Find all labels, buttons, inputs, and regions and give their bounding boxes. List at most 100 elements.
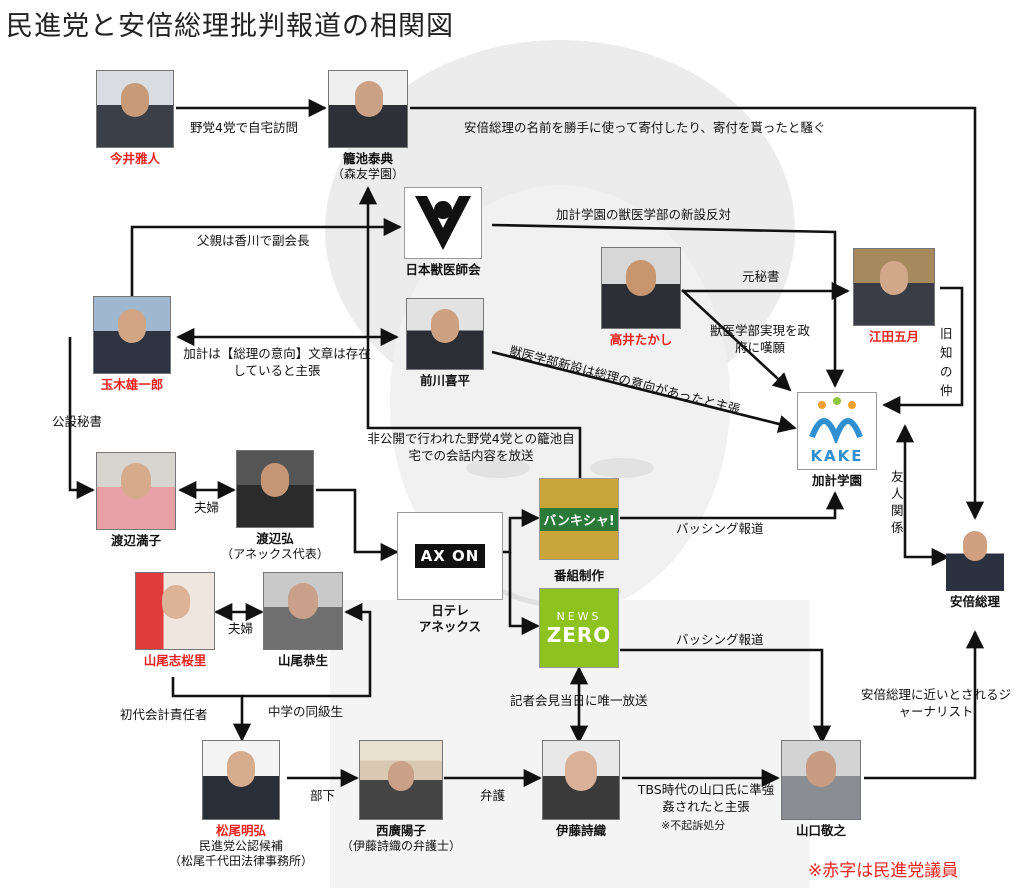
takai-photo bbox=[601, 247, 681, 329]
abe-name: 安倍総理 bbox=[949, 594, 1000, 609]
node-eda: 江田五月 bbox=[819, 248, 969, 345]
node-abe: 安倍総理 bbox=[900, 523, 1024, 610]
edge-vet-kake bbox=[491, 223, 845, 388]
edge-axon-zero bbox=[508, 552, 540, 636]
takai-name: 高井たかし bbox=[609, 332, 673, 347]
bankisy-logo: バンキシャ! bbox=[539, 478, 619, 560]
watanabe-h-name: 渡辺弘 bbox=[256, 531, 294, 546]
label-imai-kagoike: 野党4党で自宅訪問 bbox=[190, 120, 298, 135]
nishihiro-sub: （伊藤詩織の弁護士） bbox=[340, 839, 461, 853]
label-vet-kake: 加計学園の獣医学部の新設反対 bbox=[556, 207, 732, 222]
node-yamaguchi: 山口敬之 bbox=[746, 740, 896, 839]
node-bankisy: バンキシャ! 番組制作 bbox=[504, 478, 654, 584]
ito-name: 伊藤詩織 bbox=[555, 823, 606, 838]
ito-photo bbox=[542, 740, 620, 820]
edge-matsuo-yamaok bbox=[242, 602, 372, 698]
edge-takai-kake bbox=[681, 289, 792, 392]
kake-logo-text: KAKE bbox=[810, 447, 864, 465]
edge-axon-bankisy bbox=[502, 508, 540, 554]
node-kagoike: 籠池泰典 （森友学園） bbox=[293, 70, 443, 182]
node-imai: 今井雅人 bbox=[60, 70, 210, 167]
edge-bankisy-kake bbox=[620, 491, 845, 520]
label-couple1: 夫婦 bbox=[194, 500, 220, 515]
node-matsuo: 松尾明弘 民進党公認候補 （松尾千代田法律事務所） bbox=[166, 740, 316, 869]
label-tamaki-secretary: 公設秘書 bbox=[52, 414, 103, 429]
edge-eda-kake bbox=[882, 286, 964, 415]
yamao-k-name: 山尾恭生 bbox=[277, 653, 328, 668]
edge-yamaguchi-abe bbox=[864, 630, 985, 780]
label-subordinate: 部下 bbox=[310, 788, 336, 803]
kagoike-name: 籠池泰典 bbox=[342, 151, 393, 166]
yamao-s-name: 山尾志桜里 bbox=[143, 653, 207, 668]
tamaki-name: 玉木雄一郎 bbox=[100, 377, 164, 392]
label-couple2: 夫婦 bbox=[228, 621, 254, 636]
yamaguchi-photo bbox=[781, 740, 861, 820]
edge-tamaki-watanabe bbox=[68, 337, 95, 500]
vet-assoc-name: 日本獣医師会 bbox=[405, 262, 481, 277]
node-vet-assoc: 日本獣医師会 bbox=[368, 187, 518, 278]
node-zero: NEWS ZERO bbox=[504, 588, 654, 668]
edge-kagoike-abe bbox=[410, 106, 985, 520]
node-takai: 高井たかし bbox=[566, 247, 716, 348]
zero-logo-main: ZERO bbox=[546, 622, 612, 647]
kagoike-org: （森友学園） bbox=[331, 167, 404, 181]
node-ito: 伊藤詩織 bbox=[506, 740, 656, 839]
node-kake: KAKE 加計学園 bbox=[762, 392, 912, 489]
edge-kake-abe bbox=[895, 424, 950, 567]
imai-photo bbox=[96, 70, 174, 148]
label-bankisy-bash: バッシング報道 bbox=[676, 521, 764, 536]
label-tbs-claim: TBS時代の山口氏に準強姦されたと主張 bbox=[637, 782, 775, 814]
node-yamao-k: 山尾恭生 bbox=[228, 572, 378, 669]
label-journalist: 安倍総理に近いとされるジャーナリスト bbox=[860, 687, 1011, 719]
axon-logo-text: AX ON bbox=[414, 544, 486, 568]
watanabe-h-org: （アネックス代表） bbox=[221, 547, 329, 561]
bankisy-logo-text: バンキシャ! bbox=[540, 507, 618, 531]
label-first-treasurer: 初代会計責任者 bbox=[120, 707, 208, 722]
tamaki-photo bbox=[93, 296, 171, 374]
label-zero-bash: バッシング報道 bbox=[676, 632, 764, 647]
watanabe-m-photo bbox=[96, 452, 176, 530]
node-axon: AX ON 日テレ アネックス bbox=[375, 512, 525, 635]
label-eda-abe: 旧知の仲 bbox=[940, 326, 953, 398]
matsuo-sub1: 民進党公認候補 bbox=[198, 839, 283, 853]
zero-logo-top: NEWS bbox=[556, 609, 602, 623]
legend-red-members: ※赤字は民進党議員 bbox=[808, 861, 959, 881]
axon-logo: AX ON bbox=[397, 512, 503, 600]
axon-sub: アネックス bbox=[418, 619, 482, 634]
abe-photo bbox=[946, 523, 1004, 591]
label-tamaki-father: 父親は香川で副会長 bbox=[197, 233, 310, 248]
label-non-indictment: ※不起訴処分 bbox=[661, 819, 726, 832]
kake-emblem bbox=[809, 397, 863, 446]
matsuo-name: 松尾明弘 bbox=[215, 823, 266, 838]
edge-yamao-matsuo bbox=[171, 677, 252, 742]
page-title: 民進党と安倍総理批判報道の相関図 bbox=[6, 11, 454, 42]
label-takai-eda: 元秘書 bbox=[742, 269, 780, 284]
edge-maekawa-kake bbox=[491, 350, 797, 433]
label-broadcast: 非公開で行われた野党4党との籠池自宅での会話内容を放送 bbox=[367, 431, 575, 463]
label-kagoike-abe: 安倍総理の名前を勝手に使って寄付したり、寄付を貰ったと騒ぐ bbox=[464, 120, 826, 135]
edge-bankisy-kagoike bbox=[358, 186, 582, 478]
kake-name: 加計学園 bbox=[811, 473, 862, 488]
kagoike-photo bbox=[328, 70, 408, 148]
edge-tamaki-vet bbox=[130, 217, 402, 296]
vet-v-emblem bbox=[415, 196, 471, 250]
node-nishihiro: 西廣陽子 （伊藤詩織の弁護士） bbox=[326, 740, 476, 854]
node-yamao-s: 山尾志桜里 bbox=[100, 572, 250, 669]
maekawa-name: 前川喜平 bbox=[419, 373, 470, 388]
label-defense: 弁護 bbox=[480, 788, 506, 803]
imai-name: 今井雅人 bbox=[109, 151, 160, 166]
node-maekawa: 前川喜平 bbox=[370, 298, 520, 389]
edge-zero-yamaguchi bbox=[620, 648, 832, 744]
edge-watanabe-axon bbox=[316, 488, 399, 562]
eda-name: 江田五月 bbox=[868, 329, 919, 344]
label-kake-friend: 友人関係 bbox=[891, 469, 904, 535]
nishihiro-photo bbox=[359, 740, 443, 820]
axon-name: 日テレ bbox=[431, 603, 469, 618]
bankisy-name: 番組制作 bbox=[553, 568, 604, 583]
yamaguchi-name: 山口敬之 bbox=[795, 823, 846, 838]
eda-photo bbox=[853, 248, 935, 326]
kake-logo: KAKE bbox=[797, 392, 877, 470]
matsuo-sub2: （松尾千代田法律事務所） bbox=[168, 854, 313, 868]
label-classmate: 中学の同級生 bbox=[268, 704, 344, 719]
